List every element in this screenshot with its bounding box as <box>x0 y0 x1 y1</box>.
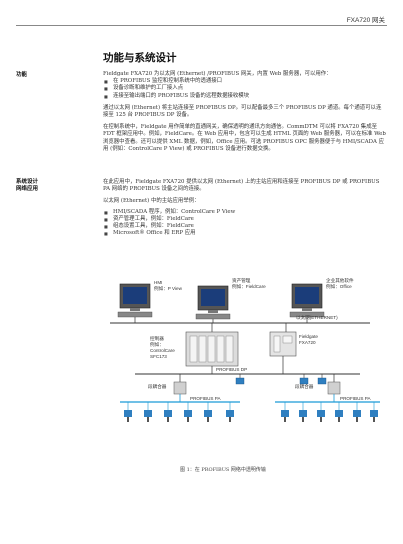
enterprise-computer-icon <box>289 283 325 318</box>
asset-computer-icon <box>195 285 231 320</box>
system-para2: 以太网 (Ethernet) 中的主站应用举例： <box>103 198 200 205</box>
pa-field-device-icon <box>281 402 289 422</box>
pa-field-device-icon <box>226 402 234 422</box>
function-label-text: 功能 <box>16 72 28 78</box>
pa-field-device-icon <box>299 402 307 422</box>
ethernet-label: 以太网(ETHERNET) <box>296 314 338 321</box>
segment-coupler-left-icon <box>173 381 187 395</box>
system-bullet: Microsoft® Office 和 ERP 应用 <box>103 230 386 237</box>
header-rule <box>16 25 387 26</box>
function-para3: 在控制系统中，Fieldgate 用作简单的直通网关，确保透明的通讯方向通信。C… <box>103 124 386 152</box>
function-body: Fieldgate FXA720 为以太网 (Ethernet) /PROFIB… <box>103 71 386 153</box>
function-bullet: 连接至输出端口的 PROFIBUS 设备的远程数据接收模块 <box>103 93 386 100</box>
system-bullet: 组态设置工具，例如：FieldCare <box>103 223 386 230</box>
hmi-label: HMI <box>154 280 162 285</box>
asset-example: 例如：FieldCare <box>232 283 266 290</box>
segment-coupler-right-label: 段耦合器 <box>295 383 314 390</box>
system-label-line2: 网络应用 <box>16 186 39 192</box>
pa-field-device-icon <box>124 402 132 422</box>
pa-field-device-icon <box>144 402 152 422</box>
figure-caption: 图 1：在 PROFIBUS 网络中透明传输 <box>180 467 266 473</box>
hmi-computer-icon <box>117 283 153 318</box>
pa-field-device-icon <box>204 402 212 422</box>
profibus-pa-left-label: PROFIBUS PA <box>190 396 221 401</box>
profibus-pa-right-label: PROFIBUS PA <box>340 396 371 401</box>
controller-label: 控制器 <box>150 335 164 342</box>
section-title: 功能与系统设计 <box>103 52 177 64</box>
system-label-line1: 系统设计 <box>16 179 39 185</box>
system-body: 在此应用中，Fieldgate FXA720 提供以太网 (Ethernet) … <box>103 179 386 238</box>
header-title: FXA720 网关 <box>346 17 385 24</box>
controller-brand: ControlCare <box>150 348 175 353</box>
fieldgate-device-icon <box>269 331 297 357</box>
segment-coupler-right-icon <box>327 381 341 395</box>
hmi-example: 例如：P View <box>154 285 183 292</box>
function-bullet: 设备诊断和维护的工厂接入点 <box>103 85 386 92</box>
dp-field-device-icon <box>299 374 309 385</box>
pa-field-device-icon <box>317 402 325 422</box>
dp-field-device-icon <box>317 374 327 385</box>
system-bullet: HMI/SCADA 程序，例如：ControlCare P View <box>103 209 386 216</box>
enterprise-label: 企业其他软件 <box>326 277 354 284</box>
system-bullet: 资产管理工具，例如：FieldCare <box>103 216 386 223</box>
function-bullet: 在 PROFIBUS 监控和控制系统中的透通接口 <box>103 78 386 85</box>
enterprise-example: 例如：Office <box>326 283 352 290</box>
fieldgate-label: Fieldgate <box>299 334 318 339</box>
function-label: 功能 <box>16 72 27 79</box>
controller-rack-icon <box>185 331 239 367</box>
asset-label: 资产管理 <box>232 277 251 284</box>
pa-field-device-icon <box>370 402 378 422</box>
function-para2: 通过以太网 (Ethernet) 将主站连接至 PROFIBUS DP。可以配备… <box>103 104 382 119</box>
fieldgate-model: FXA720 <box>299 340 316 345</box>
pa-field-device-icon <box>353 402 361 422</box>
function-intro: Fieldgate FXA720 为以太网 (Ethernet) /PROFIB… <box>103 71 332 77</box>
system-bullet-list: HMI/SCADA 程序，例如：ControlCare P View 资产管理工… <box>103 209 386 238</box>
segment-coupler-left-label: 段耦合器 <box>148 383 167 390</box>
system-para1: 在此应用中，Fieldgate FXA720 提供以太网 (Ethernet) … <box>103 179 380 193</box>
dp-field-device-icon <box>235 374 245 385</box>
function-bullet-list: 在 PROFIBUS 监控和控制系统中的透通接口 设备诊断和维护的工厂接入点 连… <box>103 78 386 100</box>
pa-field-device-icon <box>335 402 343 422</box>
controller-model: SFC173 <box>150 354 167 359</box>
controller-example: 例如： <box>150 341 164 348</box>
network-diagram: HMI 例如：P View 资产管理 例如：FieldCare 企业其他软件 例… <box>110 277 380 422</box>
pa-field-device-icon <box>184 402 192 422</box>
profibus-dp-label: PROFIBUS DP <box>216 367 247 372</box>
system-label: 系统设计 网络应用 <box>16 179 38 193</box>
pa-field-device-icon <box>164 402 172 422</box>
